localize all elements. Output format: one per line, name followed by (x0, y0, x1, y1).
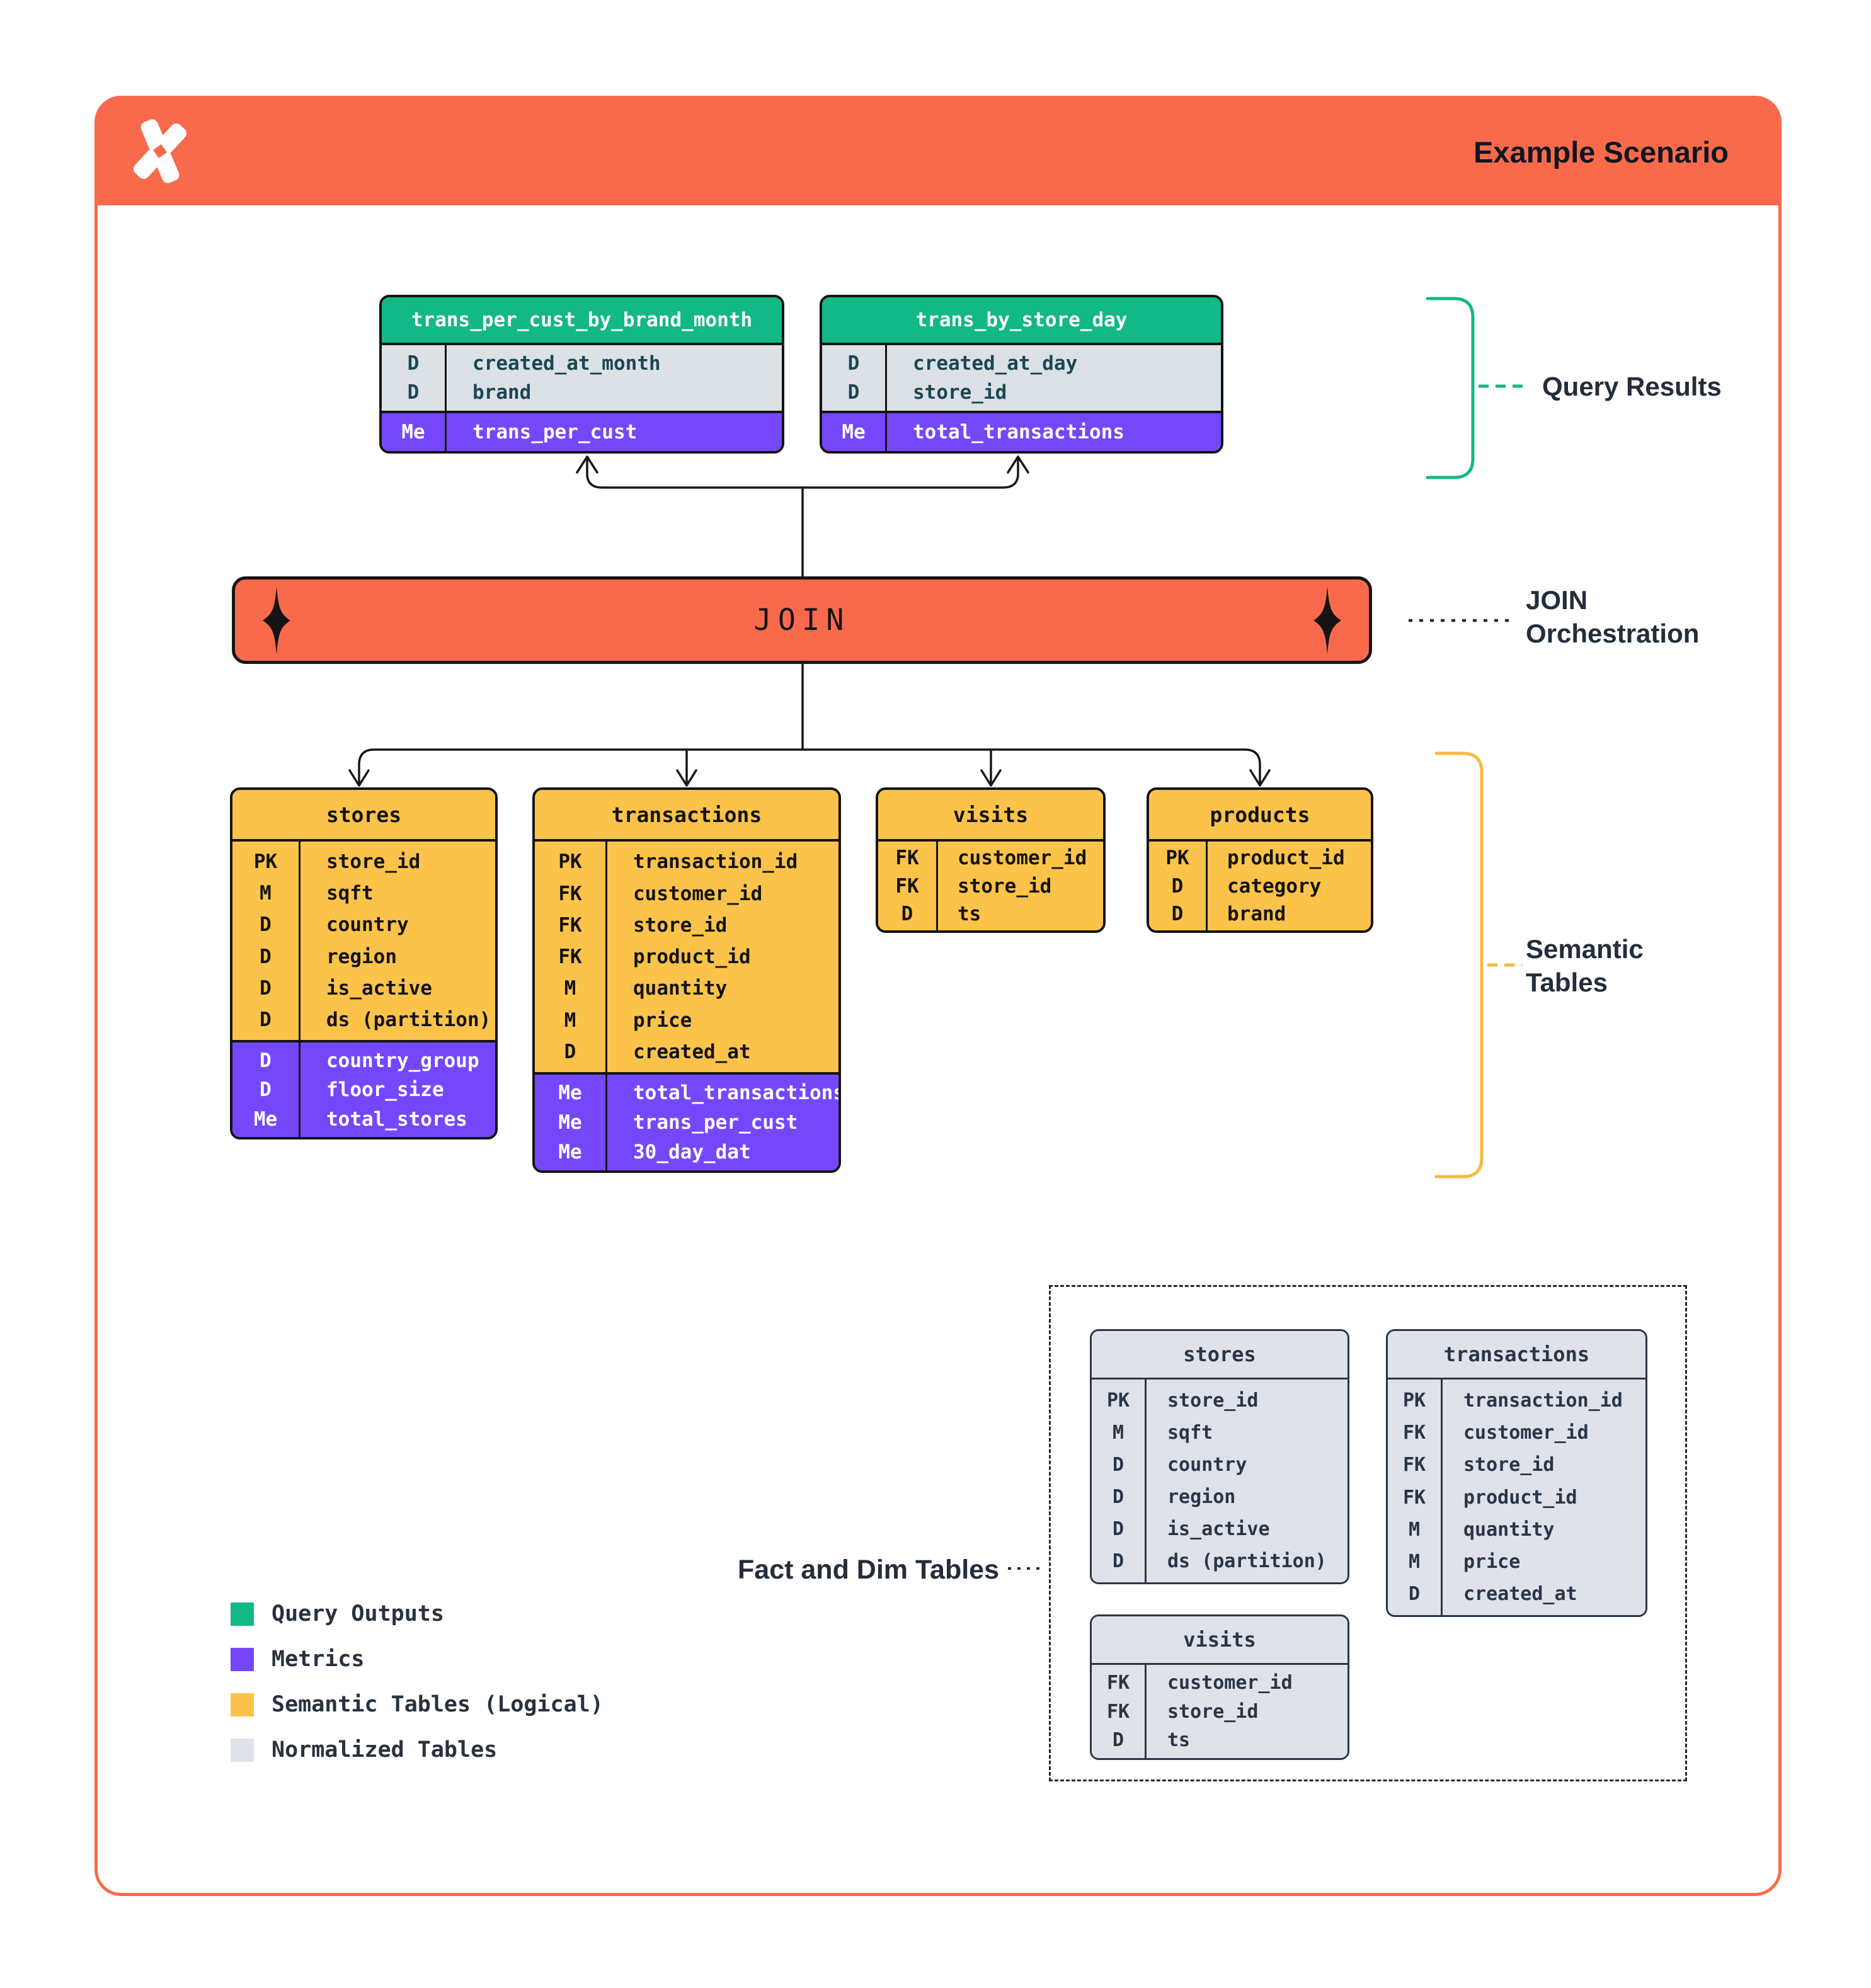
legend-item-query-outputs: Query Outputs (231, 1591, 604, 1637)
normalized-tables-swatch-icon (231, 1738, 254, 1762)
table-title: trans_by_store_day (822, 297, 1221, 345)
legend-item-normalized-tables: Normalized Tables (231, 1727, 604, 1773)
table-title: transactions (535, 790, 838, 842)
table-title: stores (232, 790, 495, 842)
legend-item-metrics: Metrics (231, 1637, 604, 1682)
join-orchestration-label: JOIN Orchestration (1526, 585, 1700, 648)
metrics-swatch-icon (231, 1647, 254, 1671)
semantic-tables-swatch-icon (231, 1693, 254, 1717)
table-title: visits (1092, 1616, 1347, 1665)
table-title: products (1149, 790, 1371, 842)
table-title: trans_per_cust_by_brand_month (382, 297, 782, 345)
query-outputs-swatch-icon (231, 1602, 254, 1626)
page-title: Example Scenario (1473, 135, 1729, 169)
legend: Query Outputs Metrics Semantic Tables (L… (231, 1591, 604, 1773)
card-header: Example Scenario (97, 98, 1779, 205)
spark-diamond-icon (263, 586, 290, 654)
fact-dim-tables-box (1049, 1285, 1687, 1781)
join-label: JOIN (753, 603, 850, 637)
table-title: visits (878, 790, 1103, 842)
fact-dim-tables-label: Fact and Dim Tables (738, 1555, 999, 1585)
spark-diamond-icon (1313, 586, 1341, 654)
join-orchestration-bar: JOIN (232, 576, 1372, 664)
query-results-label: Query Results (1542, 372, 1722, 401)
table-title: transactions (1388, 1331, 1645, 1380)
legend-item-semantic-tables: Semantic Tables (Logical) (231, 1682, 604, 1727)
brand-x-logo-icon (133, 119, 187, 183)
table-title: stores (1092, 1331, 1347, 1380)
semantic-tables-label: Semantic Tables (1526, 934, 1644, 997)
